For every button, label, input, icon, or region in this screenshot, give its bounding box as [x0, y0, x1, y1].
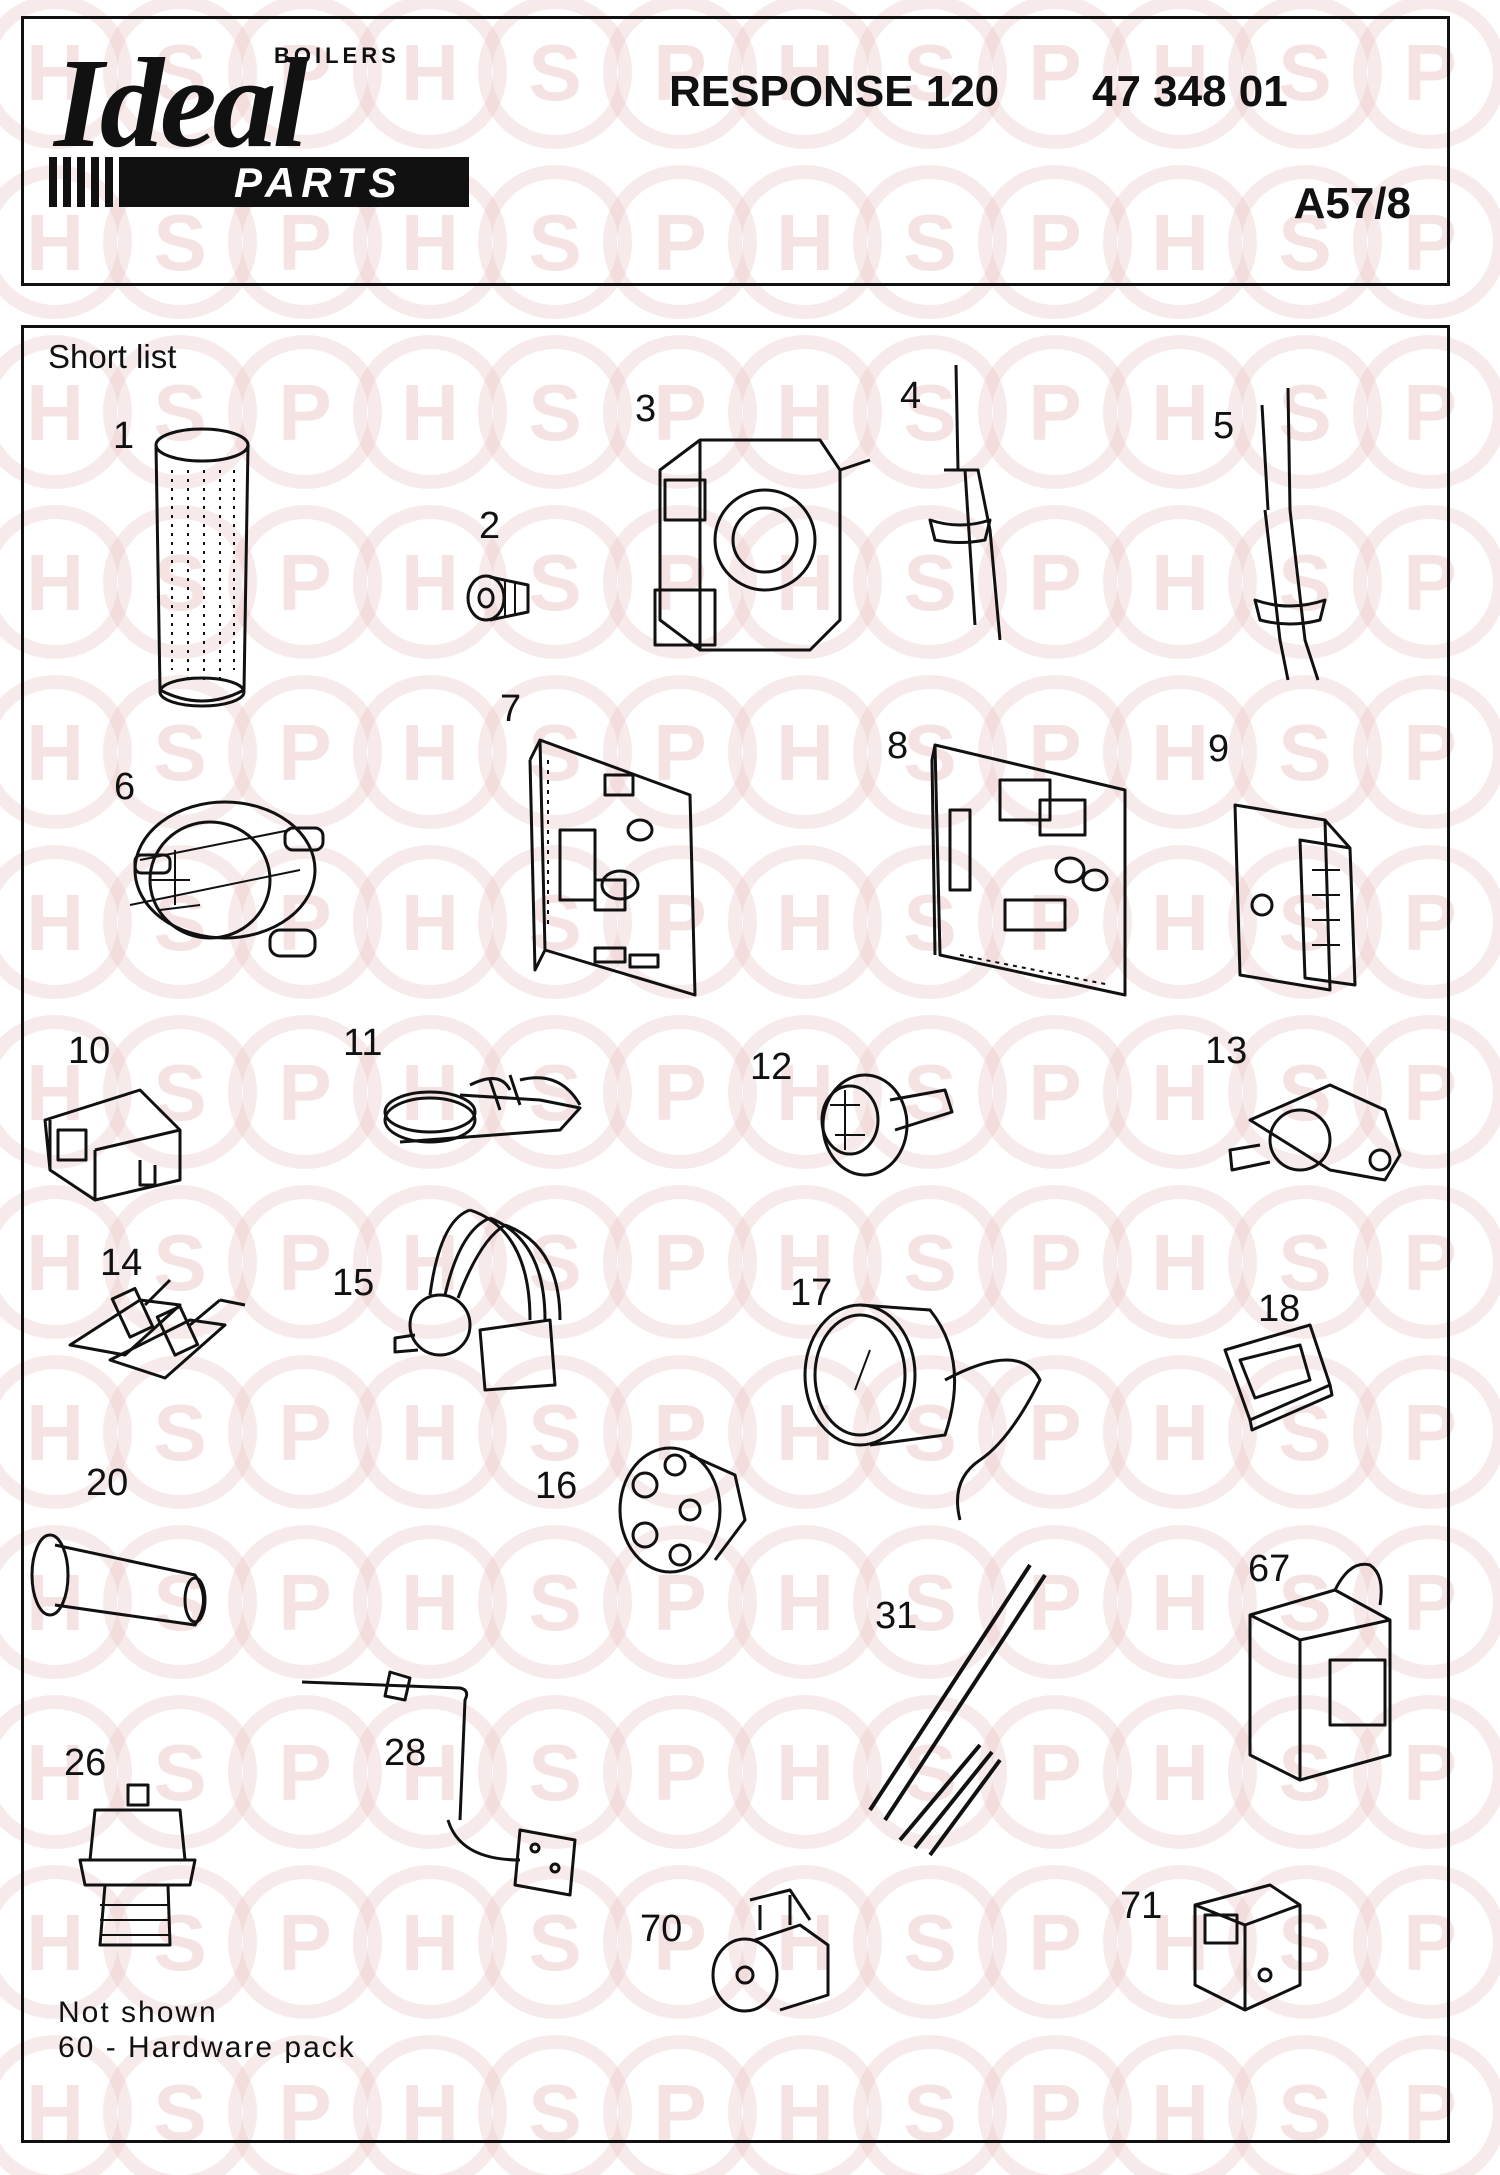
part-label-14: 14 [100, 1242, 143, 1284]
part-number: 47 348 01 [1092, 67, 1288, 116]
sealing-strips-icon [868, 1563, 1047, 1857]
pcb-board-large-icon [930, 743, 1127, 997]
panel-title: Short list [48, 338, 177, 375]
twin-electrode-icon [1253, 387, 1327, 681]
transformer-icon [1248, 1562, 1392, 1782]
thermistor-pair-icon [68, 1278, 246, 1380]
sensor-icon [383, 1074, 582, 1144]
connector-block-icon [43, 1088, 182, 1202]
brand-logo: Ideal [54, 32, 308, 174]
part-label-11: 11 [343, 1022, 383, 1064]
air-vent-icon [78, 1783, 197, 1947]
solenoid-coil-icon [711, 1888, 830, 2013]
pressure-sensor-icon [820, 1073, 954, 1177]
part-label-12: 12 [750, 1046, 793, 1088]
part-label-18: 18 [1258, 1288, 1301, 1330]
part-label-15: 15 [332, 1262, 375, 1304]
terminal-block-icon [1233, 803, 1357, 992]
part-label-10: 10 [68, 1030, 111, 1072]
note-line-2: 60 - Hardware pack [58, 2031, 356, 2065]
brand-sub: BOILERS [274, 43, 400, 68]
part-label-7: 7 [500, 688, 522, 730]
pcb-board-icon [528, 738, 697, 997]
not-shown-note: Not shown 60 - Hardware pack [58, 1995, 356, 2066]
part-label-2: 2 [479, 505, 501, 547]
gas-valve-icon [653, 438, 871, 652]
pressure-switch-icon [129, 800, 325, 958]
logo-bars-icon [49, 157, 469, 207]
part-label-17: 17 [790, 1272, 833, 1314]
knob-icon [618, 1446, 747, 1574]
relay-icon [1193, 1883, 1302, 2012]
part-label-5: 5 [1213, 405, 1235, 447]
part-label-9: 9 [1208, 728, 1230, 770]
thermostat-icon [1228, 1083, 1402, 1182]
injector-icon [466, 574, 530, 622]
brand-parts: PARTS [234, 159, 403, 206]
part-label-31: 31 [875, 1595, 918, 1637]
note-line-1: Not shown [58, 1996, 218, 2029]
part-label-28: 28 [384, 1732, 427, 1774]
part-label-3: 3 [635, 388, 657, 430]
part-label-8: 8 [887, 725, 909, 767]
diagram-reference: A57/8 [1293, 179, 1411, 228]
potentiometer-icon [393, 1208, 562, 1392]
part-label-6: 6 [114, 766, 136, 808]
part-label-1: 1 [113, 415, 135, 457]
electrode-icon [928, 364, 1002, 641]
parts-panel [21, 325, 1450, 2143]
rocker-switch-icon [1223, 1323, 1334, 1432]
probe-icon [301, 1670, 577, 1897]
part-label-67: 67 [1248, 1548, 1291, 1590]
part-label-71: 71 [1120, 1885, 1163, 1927]
part-label-26: 26 [64, 1742, 107, 1784]
part-label-4: 4 [900, 375, 922, 417]
part-label-70: 70 [640, 1908, 683, 1950]
sight-glass-tube-icon [30, 1533, 207, 1627]
model-name: RESPONSE 120 [669, 67, 1000, 116]
part-label-16: 16 [535, 1465, 578, 1507]
header-box: Ideal BOILERS PARTS RESPONSE 120 47 348 … [21, 16, 1450, 286]
part-label-20: 20 [86, 1462, 129, 1504]
pressure-gauge-icon [803, 1303, 1042, 1521]
burner-tube-icon [154, 427, 250, 708]
part-label-13: 13 [1205, 1030, 1248, 1072]
